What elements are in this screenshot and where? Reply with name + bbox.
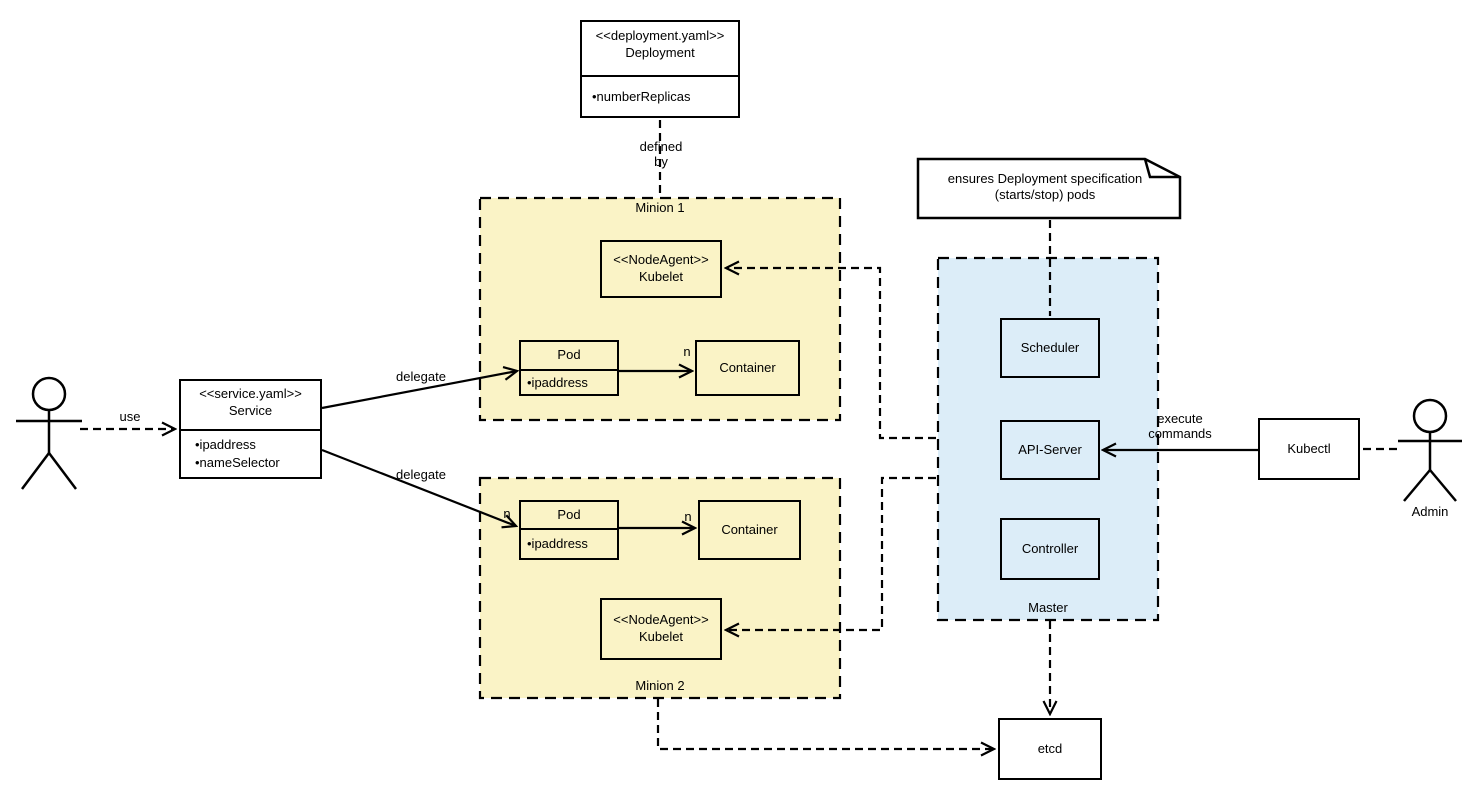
kubectl-name: Kubectl bbox=[1287, 440, 1331, 456]
multiplicity-service-pod2: n bbox=[503, 506, 511, 521]
user-actor-icon bbox=[16, 376, 82, 490]
admin-actor-label: Admin bbox=[1411, 504, 1449, 519]
controller-name: Controller bbox=[1021, 540, 1079, 556]
service-title: <<service.yaml>> Service bbox=[181, 381, 320, 431]
service-name: Service bbox=[228, 402, 273, 418]
service-attribute-nameselector: •nameSelector bbox=[195, 455, 280, 470]
use-edge-label: use bbox=[119, 409, 141, 424]
defined-by-line1: defined bbox=[639, 139, 683, 154]
minion1-group-label: Minion 1 bbox=[635, 200, 685, 215]
defined-by-edge-label: defined by bbox=[621, 139, 701, 169]
note-line1: ensures Deployment specification bbox=[947, 171, 1143, 186]
execute-line2: commands bbox=[1148, 426, 1212, 441]
edge-minion2-etcd bbox=[656, 699, 994, 749]
scheduler-name: Scheduler bbox=[1020, 339, 1080, 355]
multiplicity-pod2-container: n bbox=[684, 509, 692, 524]
master-group-label: Master bbox=[1028, 600, 1068, 615]
minion2-kubelet-name: Kubelet bbox=[638, 629, 684, 644]
minion1-pod-attribute: •ipaddress bbox=[527, 374, 588, 390]
minion1-kubelet-box: <<NodeAgent>> Kubelet bbox=[600, 240, 722, 298]
minion1-kubelet-stereotype: <<NodeAgent>> bbox=[613, 252, 709, 268]
scheduler-box: Scheduler bbox=[1000, 318, 1100, 378]
service-class-box: <<service.yaml>> Service •ipaddress •nam… bbox=[179, 379, 322, 479]
minion1-container-name: Container bbox=[719, 359, 776, 375]
minion1-pod-attributes: •ipaddress bbox=[521, 371, 617, 394]
execute-line1: execute bbox=[1157, 411, 1203, 426]
minion2-kubelet-stereotype: <<NodeAgent>> bbox=[613, 612, 709, 628]
minion1-pod-title: Pod bbox=[521, 342, 617, 371]
note-line2: (starts/stop) pods bbox=[994, 187, 1096, 202]
minion2-pod-box: Pod •ipaddress bbox=[519, 500, 619, 560]
multiplicity-pod1-container: n bbox=[683, 344, 691, 359]
deployment-class-box: <<deployment.yaml>> Deployment •numberRe… bbox=[580, 20, 740, 118]
minion2-kubelet-box: <<NodeAgent>> Kubelet bbox=[600, 598, 722, 660]
kubectl-box: Kubectl bbox=[1258, 418, 1360, 480]
execute-commands-edge-label: execute commands bbox=[1133, 411, 1227, 441]
etcd-box: etcd bbox=[998, 718, 1102, 780]
deployment-title: <<deployment.yaml>> Deployment bbox=[582, 22, 738, 77]
api-server-box: API-Server bbox=[1000, 420, 1100, 480]
minion1-pod-box: Pod •ipaddress bbox=[519, 340, 619, 396]
minion1-container-box: Container bbox=[695, 340, 800, 396]
deployment-stereotype: <<deployment.yaml>> bbox=[595, 28, 725, 43]
service-attribute-ipaddress: •ipaddress bbox=[195, 437, 256, 453]
note-text: ensures Deployment specification (starts… bbox=[922, 171, 1168, 203]
deployment-attribute: •numberReplicas bbox=[592, 88, 691, 104]
service-attributes: •ipaddress •nameSelector bbox=[181, 431, 320, 477]
minion2-group-label: Minion 2 bbox=[635, 678, 685, 693]
defined-by-line2: by bbox=[654, 154, 668, 169]
admin-actor-icon bbox=[1398, 398, 1462, 502]
etcd-name: etcd bbox=[1037, 740, 1063, 756]
deployment-attributes: •numberReplicas bbox=[582, 77, 738, 116]
delegate-edge-label-minion2: delegate bbox=[396, 467, 446, 482]
minion2-container-name: Container bbox=[721, 521, 778, 537]
deployment-name: Deployment bbox=[625, 44, 695, 60]
service-stereotype: <<service.yaml>> bbox=[199, 386, 302, 401]
minion2-container-box: Container bbox=[698, 500, 801, 560]
minion1-kubelet-name: Kubelet bbox=[638, 269, 684, 284]
api-server-name: API-Server bbox=[1018, 441, 1082, 457]
delegate-edge-label-minion1: delegate bbox=[396, 369, 446, 384]
minion2-pod-title: Pod bbox=[521, 502, 617, 530]
minion2-pod-attributes: •ipaddress bbox=[521, 530, 617, 558]
minion2-pod-attribute: •ipaddress bbox=[527, 536, 588, 552]
edge-service-pod2-delegate bbox=[321, 448, 516, 526]
controller-box: Controller bbox=[1000, 518, 1100, 580]
